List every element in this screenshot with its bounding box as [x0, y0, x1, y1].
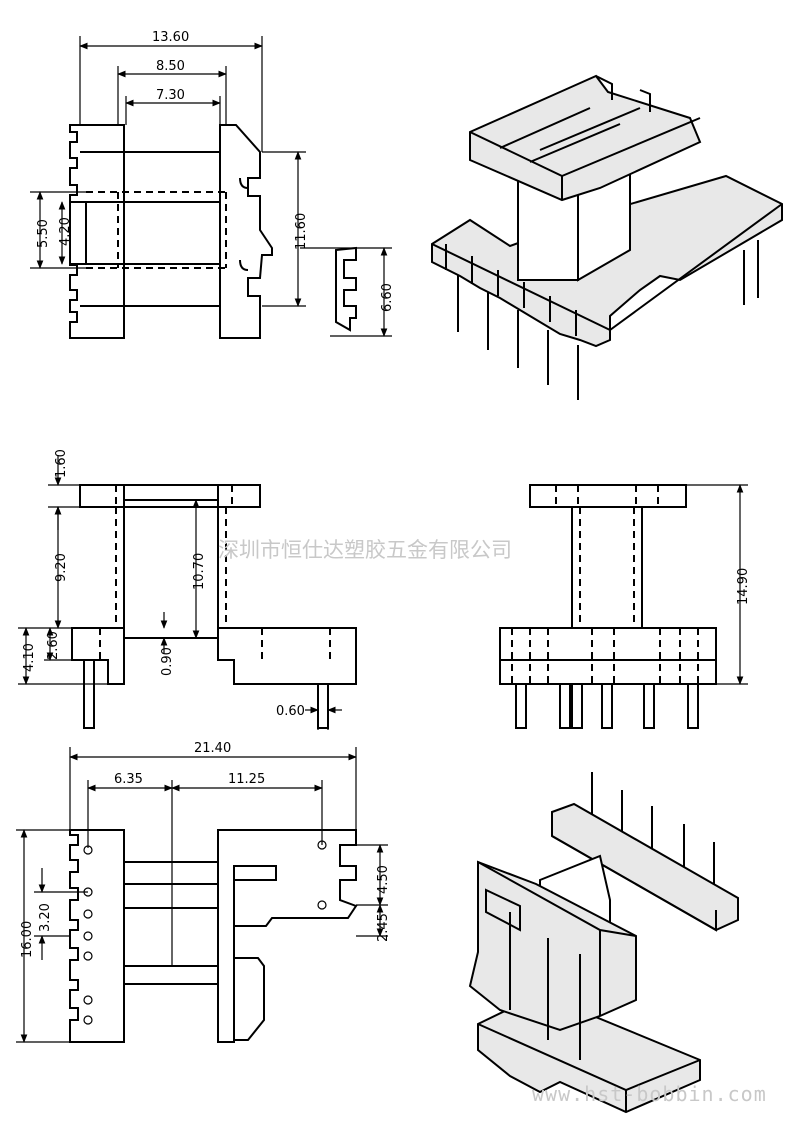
dim-pin-width: 0.60: [276, 704, 305, 719]
dim-bottom-pitch-a: 4.50: [376, 865, 391, 894]
top-view: 13.60 8.50 7.30 5.50 4.20: [30, 30, 395, 339]
dim-bottom-height: 16.00: [20, 921, 35, 958]
dim-side-bottom: 0.90: [160, 647, 175, 676]
dim-top-width-mid: 8.50: [156, 59, 185, 74]
bottom-view: 21.40 6.35 11.25 4.50 2.: [16, 741, 391, 1043]
front-view: 14.90: [499, 484, 751, 729]
isometric-view-bottom: [468, 772, 739, 1114]
dim-top-height-side: 11.60: [294, 213, 309, 250]
dim-bottom-left: 6.35: [114, 772, 143, 787]
dim-side-total: 10.70: [192, 553, 207, 590]
watermark-website: www.hst-bobbin.com: [532, 1082, 767, 1106]
dim-top-height-outer: 5.50: [36, 219, 51, 248]
isometric-view-top: [431, 74, 783, 400]
side-view: 1.60 9.20 10.70 4.10 2.60 0.90 0.60: [18, 449, 357, 730]
dim-bottom-pitch: 3.20: [38, 903, 53, 932]
dim-bottom-total: 21.40: [194, 741, 231, 756]
dim-side-base: 4.10: [22, 643, 37, 672]
dim-side-flange: 1.60: [54, 449, 69, 478]
dim-top-width-inner: 7.30: [156, 88, 185, 103]
dim-bottom-pitch-b: 2.45: [376, 913, 391, 942]
dim-side-window: 9.20: [54, 553, 69, 582]
dim-front-height: 14.90: [736, 568, 751, 605]
dim-top-width-total: 13.60: [152, 30, 189, 45]
dim-top-height-small: 6.60: [380, 283, 395, 312]
dim-bottom-right: 11.25: [228, 772, 265, 787]
dim-top-height-inner: 4.20: [58, 217, 73, 246]
watermark-company: 深圳市恒仕达塑胶五金有限公司: [218, 538, 512, 562]
dim-side-base-inner: 2.60: [46, 631, 61, 660]
